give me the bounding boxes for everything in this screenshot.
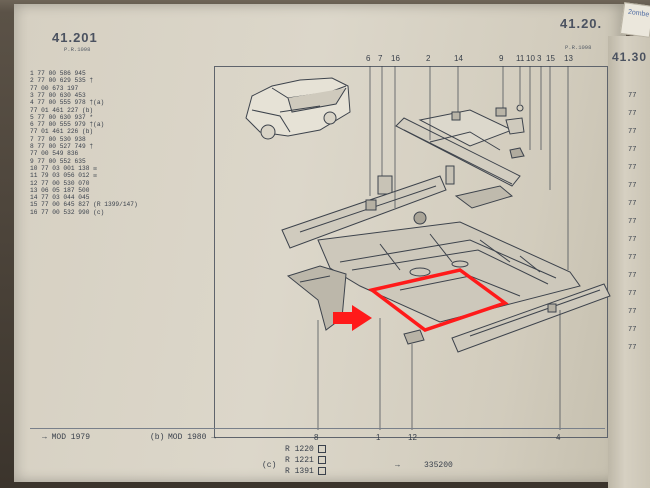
next-page-edge <box>608 36 650 488</box>
footer-serial: 335200 <box>424 461 453 470</box>
parts-list-row: 11 79 03 056 012 ☒ <box>30 172 97 180</box>
footer-model-3: R 1391 <box>285 467 326 476</box>
plug-part <box>413 211 427 225</box>
parts-list-row: 8 77 00 527 749 † <box>30 143 94 150</box>
parts-list-row: 77 00 673 197 <box>30 84 79 92</box>
highlight-outline <box>367 268 509 332</box>
cross-member-part <box>395 107 525 187</box>
parts-list-row: 13 06 05 187 500 <box>30 186 90 194</box>
small-clip-part <box>403 329 425 345</box>
parts-list-row: 7 77 00 530 938 <box>30 135 86 143</box>
parts-list-row: 5 77 00 630 937 * <box>30 113 94 121</box>
footer-model-1: R 1220 <box>285 445 326 454</box>
section-number-right: 41.20. <box>560 16 603 31</box>
parts-list-row: 77 01 461 226 (b) <box>30 128 94 136</box>
next-page-section-number: 41.30 <box>612 50 648 64</box>
left-sill-part <box>281 175 447 249</box>
parts-list-row: 2 77 00 629 535 † <box>30 77 94 85</box>
callout-label: 3 <box>537 54 542 63</box>
parts-list-row: 3 77 00 630 453 <box>30 91 86 99</box>
footer-arrow-icon: → <box>395 461 400 470</box>
parts-list-row: 16 77 00 532 990 (c) <box>30 208 105 216</box>
next-page-prefix: 77 <box>628 164 637 172</box>
section-sub-right: P.R.1098 <box>565 44 592 51</box>
callout-label: 4 <box>556 433 561 442</box>
parts-list-row: 12 77 00 530 070 <box>30 179 90 187</box>
callout-label: 15 <box>546 54 555 63</box>
exploded-diagram-frame <box>214 66 608 438</box>
next-page-prefix: 77 <box>628 290 637 298</box>
section-sub-left: P.R.1098 <box>64 46 91 53</box>
next-page-prefix: 77 <box>628 146 637 154</box>
footer-model-2: R 1221 <box>285 456 326 465</box>
next-page-prefix: 77 <box>628 128 637 136</box>
next-page-prefix: 77 <box>628 182 637 190</box>
callout-label: 16 <box>391 54 400 63</box>
next-page-prefix: 77 <box>628 200 637 208</box>
right-sill-part <box>451 283 611 353</box>
next-page-prefix: 77 <box>628 344 637 352</box>
model-label: R 1221 <box>285 456 314 466</box>
callout-label: 7 <box>378 54 383 63</box>
checkbox-icon <box>317 456 326 464</box>
parts-list-row: 77 00 549 836 <box>30 150 79 158</box>
car-illustration <box>245 77 351 140</box>
callout-label: 2 <box>426 54 431 63</box>
highlight-arrow-icon <box>333 305 372 331</box>
next-page-prefix: 77 <box>628 92 637 100</box>
callout-label: 8 <box>314 433 319 442</box>
footer-rule <box>30 428 605 429</box>
callout-label: 11 <box>516 54 525 63</box>
next-page-prefix: 77 <box>628 218 637 226</box>
next-page-prefix: 77 <box>628 308 637 316</box>
parts-list-row: 1 77 00 586 945 <box>30 70 86 77</box>
parts-list-row: 6 77 00 555 979 †(a) <box>30 121 105 129</box>
small-brackets <box>377 104 525 195</box>
parts-list-row: 9 77 00 552 635 <box>30 157 86 165</box>
footer-middle-label: MOD 1980 → <box>168 433 217 442</box>
next-page-prefix: 77 <box>628 254 637 262</box>
checkbox-icon <box>317 467 326 475</box>
callout-label: 14 <box>454 54 463 63</box>
section-number-left: 41.201 <box>52 30 98 45</box>
parts-list-row: 14 77 03 044 045 <box>30 194 90 202</box>
callout-label: 13 <box>564 54 573 63</box>
parts-list-row: 4 77 00 555 978 †(a) <box>30 99 105 107</box>
model-label: R 1220 <box>285 445 314 455</box>
parts-list-row: 77 01 461 227 (b) <box>30 106 94 114</box>
model-label: R 1391 <box>285 467 314 477</box>
callout-label: 12 <box>408 433 417 442</box>
checkbox-icon <box>317 445 326 453</box>
callout-label: 10 <box>526 54 535 63</box>
parts-list-row: 10 77 03 001 138 ☒ <box>30 164 97 172</box>
rear-bracket-part <box>454 185 514 209</box>
parts-list-row: 15 77 00 645 827 (R 1399/147) <box>30 201 138 209</box>
footer-c-label: (c) <box>262 461 277 470</box>
next-page-prefix: 77 <box>628 110 637 118</box>
next-page-prefix: 77 <box>628 326 637 334</box>
leader-lines <box>317 66 569 430</box>
next-page-prefix: 77 <box>628 272 637 280</box>
next-page-prefix: 77 <box>628 236 637 244</box>
footer-middle-prefix: (b) <box>150 433 165 442</box>
callout-label: 6 <box>366 54 371 63</box>
callout-label: 9 <box>499 54 504 63</box>
footer-left-label: → MOD 1979 <box>42 433 91 442</box>
callout-label: 1 <box>376 433 381 442</box>
